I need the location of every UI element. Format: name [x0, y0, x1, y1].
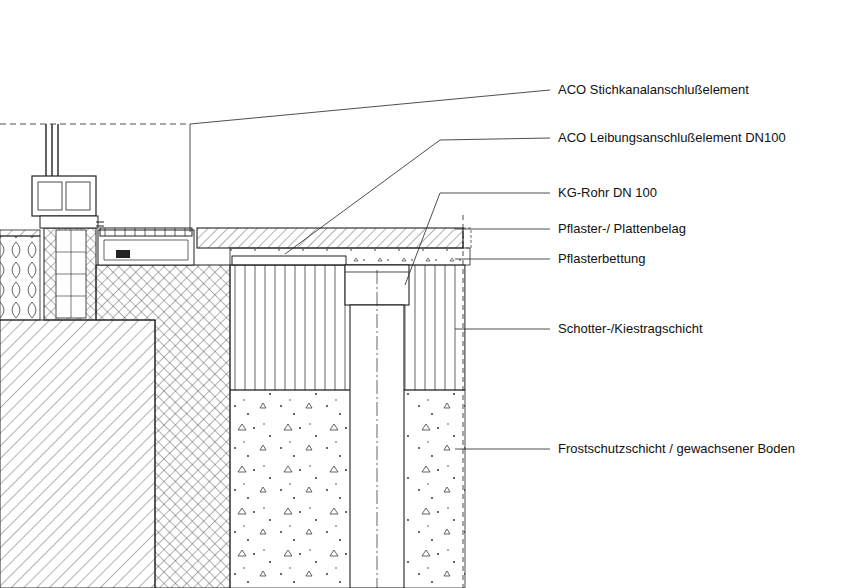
part-label: KG-Rohr DN 100: [556, 185, 659, 201]
part-label: Pflasterbettung: [556, 251, 647, 267]
part-label: Schotter-/Kiestragschicht: [556, 321, 705, 337]
part-label: Pflaster-/ Plattenbelag: [556, 221, 688, 237]
part-label: ACO Leibungsanschlußelement DN100: [556, 130, 788, 146]
part-label: Frostschutzschicht / gewachsener Boden: [556, 441, 797, 457]
part-label: ACO Stichkanalanschlußelement: [556, 82, 751, 98]
